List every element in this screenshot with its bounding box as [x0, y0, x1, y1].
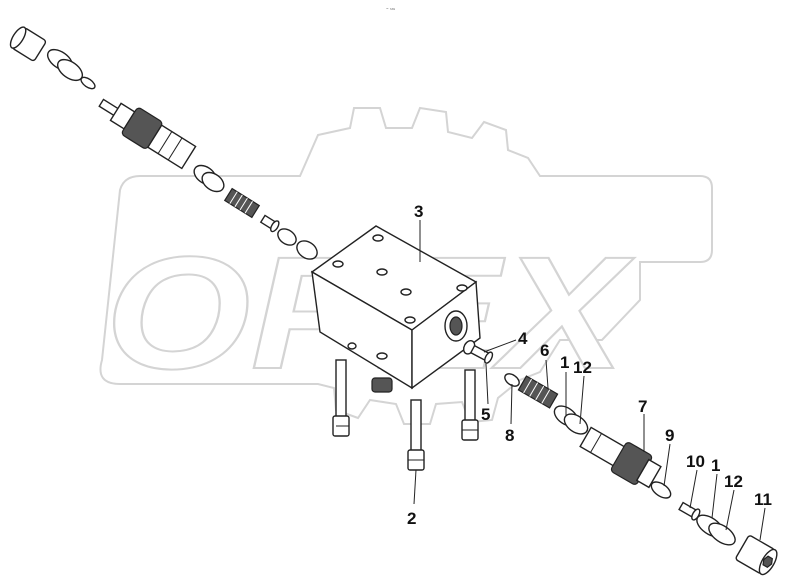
- callout-10: 10: [686, 452, 705, 471]
- washer-upper: [80, 76, 96, 90]
- callout-9: 9: [665, 426, 674, 445]
- valve-block: [310, 225, 481, 393]
- leader-lines: [413, 220, 766, 541]
- washer-upper-2: [296, 240, 318, 260]
- spring-upper: [223, 187, 261, 219]
- callout-3: 3: [414, 202, 423, 221]
- seat-ring-upper: [277, 228, 297, 246]
- callout-6: 6: [540, 341, 549, 360]
- seat-ring-lower: [504, 373, 520, 387]
- callout-11: 11: [754, 490, 772, 509]
- callout-12a: 12: [573, 358, 592, 377]
- o-ring-upper-4: [201, 171, 225, 193]
- end-cap-lower: [735, 535, 778, 576]
- callout-12b: 12: [724, 472, 743, 491]
- poppet-lower: [462, 339, 494, 364]
- spring-lower: [517, 375, 559, 409]
- callout-labels: 3 4 6 1 12 5 8 7 9 10 1 12 11 2: [407, 202, 772, 528]
- cartridge-body-upper: [98, 98, 197, 170]
- callout-5: 5: [481, 405, 490, 424]
- bolt-center: [407, 399, 425, 471]
- upper-cartridge-assembly: [9, 26, 318, 260]
- callout-1b: 1: [711, 456, 720, 475]
- cartridge-body-lower: [579, 426, 662, 489]
- bolt-right: [461, 369, 479, 441]
- callout-4: 4: [518, 329, 528, 348]
- watermark-gear: [99, 106, 713, 425]
- callout-1a: 1: [560, 353, 569, 372]
- lower-cartridge-assembly: [462, 339, 778, 576]
- bolt-left: [332, 359, 350, 437]
- end-cap-upper: [9, 26, 47, 62]
- callout-8: 8: [505, 426, 514, 445]
- poppet-upper: [259, 214, 280, 233]
- callout-2: 2: [407, 509, 416, 528]
- header-mark: ⁼ ˢˢˢ: [386, 7, 395, 13]
- callout-7: 7: [638, 397, 647, 416]
